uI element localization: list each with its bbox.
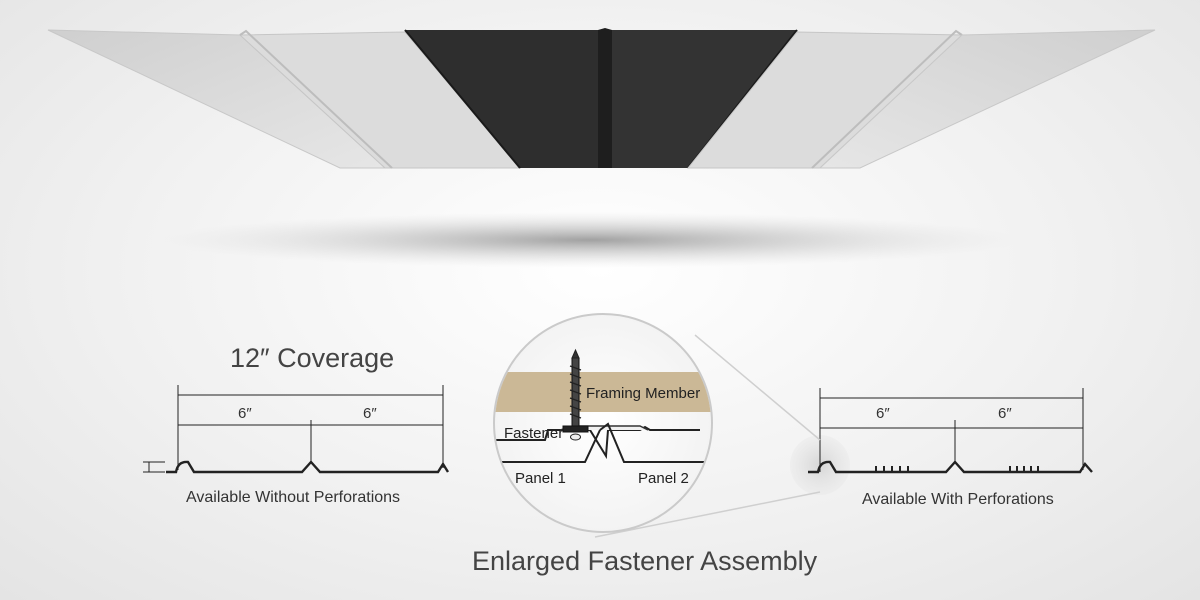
magnified-panel-profile [495, 425, 700, 460]
fastener-label: Fastener [504, 425, 564, 442]
magnifier-circle [493, 313, 713, 533]
magnifier-callout [493, 313, 821, 538]
caption-without-perforations: Available Without Perforations [186, 489, 401, 506]
panel-2-label: Panel 2 [638, 470, 689, 487]
dimension-left-half-perforated: 6″ [876, 405, 890, 422]
caption-with-perforations: Available With Perforations [862, 491, 1054, 508]
rib-right [811, 29, 963, 169]
light-panel-far-right [818, 29, 1156, 169]
rib-left [239, 29, 393, 169]
profile-without-perforations [143, 385, 450, 474]
enlarged-fastener-caption: Enlarged Fastener Assembly [472, 546, 818, 576]
dark-panel-right [612, 30, 797, 168]
framing-member-label: Framing Member [586, 385, 701, 402]
coverage-title: 12″ Coverage [230, 343, 395, 373]
dark-panel-rib [598, 28, 612, 168]
dark-panel-left [405, 30, 598, 168]
dimension-right-half-perforated: 6″ [998, 405, 1012, 422]
dimension-left-half: 6″ [238, 405, 252, 422]
profile-with-perforations [790, 388, 1093, 495]
panel-shadow [160, 212, 1020, 268]
fastener-screw [562, 348, 589, 441]
framing-member [495, 372, 711, 412]
panel-1-label: Panel 1 [515, 470, 566, 487]
perforation-marks-right [1009, 466, 1039, 471]
perforation-marks-left [875, 466, 909, 471]
dimension-right-half: 6″ [363, 405, 377, 422]
